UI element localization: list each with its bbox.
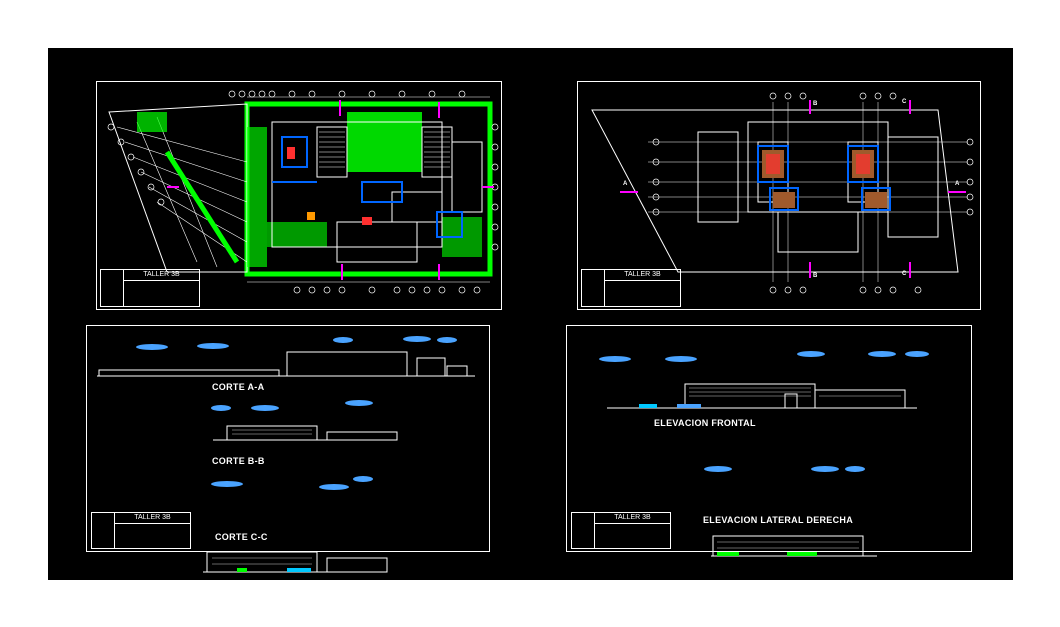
titleblock-label: TALLER 3B (124, 270, 199, 281)
elevation-label-front: ELEVACION FRONTAL (654, 418, 756, 428)
section-label-c: CORTE C-C (215, 532, 268, 542)
titleblock-logo (582, 270, 605, 306)
sheet-upper-plan: B C A A B C TALLER 3B (577, 81, 981, 310)
titleblock-elevations: TALLER 3B (571, 512, 671, 549)
titleblock-label: TALLER 3B (115, 513, 190, 524)
axis-mark-a-left: A (623, 181, 628, 187)
titleblock-logo (572, 513, 595, 548)
elevation-label-right: ELEVACION LATERAL DERECHA (703, 515, 854, 525)
floor-plan-drawing (107, 90, 499, 294)
axis-mark-b-bottom: B (813, 273, 818, 279)
upper-plan-drawing (591, 92, 974, 294)
axis-mark-a-right: A (955, 181, 960, 187)
titleblock-logo (92, 513, 115, 548)
axis-mark-b-top: B (813, 101, 818, 107)
sheet-elevations: ELEVACION FRONTAL ELEVACION LATERAL DERE… (566, 325, 972, 557)
section-label-a: CORTE A-A (212, 382, 265, 392)
elevations-drawing (599, 351, 929, 557)
axis-mark-c-top: C (902, 99, 907, 105)
sections-drawing (97, 336, 475, 573)
section-label-b: CORTE B-B (212, 456, 265, 466)
titleblock-logo (101, 270, 124, 306)
axis-mark-c-bottom: C (902, 271, 907, 277)
sheet-floor-plan: TALLER 3B (96, 81, 502, 310)
cad-drawing-canvas: TALLER 3B (48, 48, 1013, 580)
titleblock-label: TALLER 3B (605, 270, 680, 281)
sheet-sections: CORTE A-A CORTE B-B CORTE C-C TALLER 3B (86, 325, 490, 573)
titleblock-sections: TALLER 3B (91, 512, 191, 549)
titleblock-label: TALLER 3B (595, 513, 670, 524)
titleblock-floor-plan: TALLER 3B (100, 269, 200, 307)
titleblock-upper-plan: TALLER 3B (581, 269, 681, 307)
